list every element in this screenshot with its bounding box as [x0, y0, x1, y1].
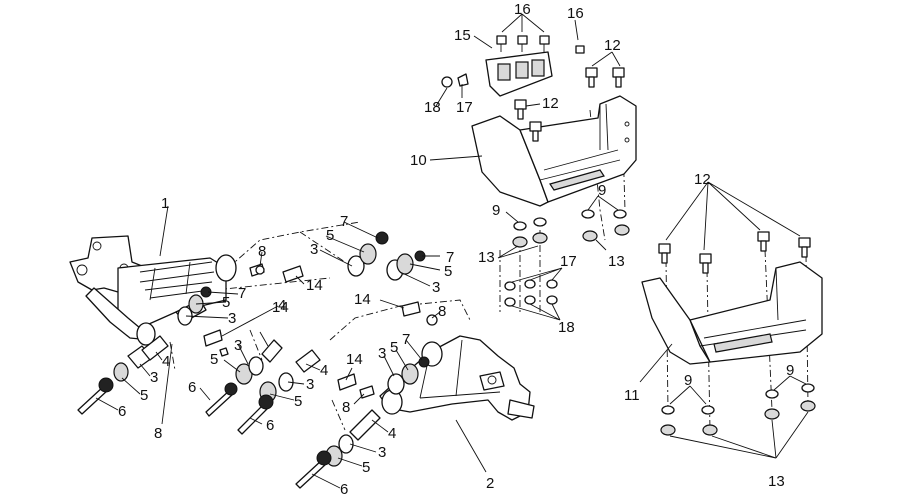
callout-5: 5: [362, 459, 370, 476]
bolt-12g: [757, 231, 770, 252]
callout-3: 3: [378, 345, 386, 362]
left-hardware: [77, 263, 304, 415]
bolt-12c: [514, 99, 527, 120]
callout-8: 8: [342, 399, 350, 416]
callout-3: 3: [378, 444, 386, 461]
callout-3: 3: [306, 376, 314, 393]
callout-2: 2: [486, 475, 494, 492]
left-a-arm-part-1: [69, 235, 237, 346]
callout-11: 11: [624, 387, 640, 404]
bolt-12h: [798, 237, 811, 258]
callout-labels: 1 2 3 3 3 3 3 3 3 3 4 4 4 4 5 5 5 5 5 5 …: [118, 1, 794, 496]
bolt-16c: [539, 35, 550, 52]
bolt-12b: [612, 67, 625, 88]
callout-9: 9: [684, 372, 692, 389]
callout-5: 5: [222, 294, 230, 311]
callout-7: 7: [446, 249, 454, 266]
callout-18: 18: [424, 99, 441, 116]
callout-5: 5: [294, 393, 302, 410]
callout-14: 14: [354, 291, 371, 308]
callout-5: 5: [210, 351, 218, 368]
callout-7: 7: [402, 331, 410, 348]
callout-8: 8: [258, 243, 266, 260]
callout-8: 8: [154, 425, 162, 442]
callout-13: 13: [768, 473, 785, 490]
callout-5: 5: [326, 227, 334, 244]
callout-4: 4: [388, 425, 396, 442]
callout-5: 5: [444, 263, 452, 280]
leader-lines: [95, 13, 809, 489]
bolt-12e: [658, 243, 671, 264]
callout-13: 13: [478, 249, 495, 266]
callout-15: 15: [454, 27, 471, 44]
right-a-arm-part-2: [379, 335, 535, 421]
bolt-16b: [517, 35, 528, 52]
callout-3: 3: [310, 241, 318, 258]
callout-8: 8: [438, 303, 446, 320]
callout-9: 9: [598, 182, 606, 199]
callout-16: 16: [514, 1, 531, 18]
callout-18: 18: [558, 319, 575, 336]
lower-footrest-part-11: [641, 261, 823, 365]
callout-17: 17: [456, 99, 473, 116]
callout-3: 3: [432, 279, 440, 296]
upper-footrest-part-10: [471, 95, 637, 207]
callout-4: 4: [278, 297, 286, 314]
callout-6: 6: [118, 403, 126, 420]
callout-4: 4: [320, 362, 328, 379]
callout-12: 12: [542, 95, 559, 112]
callout-12: 12: [694, 171, 711, 188]
bolt-16a: [496, 35, 507, 52]
callout-10: 10: [410, 152, 427, 169]
callout-9: 9: [492, 202, 500, 219]
callout-3: 3: [234, 337, 242, 354]
callout-7: 7: [238, 285, 246, 302]
callout-7: 7: [340, 213, 348, 230]
callout-3: 3: [150, 369, 158, 386]
callout-6: 6: [188, 379, 196, 396]
callout-5: 5: [140, 387, 148, 404]
callout-17: 17: [560, 253, 577, 270]
callout-1: 1: [161, 195, 169, 212]
callout-12: 12: [604, 37, 621, 54]
callout-14: 14: [306, 277, 323, 294]
callout-14: 14: [272, 299, 289, 316]
fasteners: [441, 35, 816, 436]
callout-6: 6: [266, 417, 274, 434]
callout-13: 13: [608, 253, 625, 270]
callout-6: 6: [340, 481, 348, 496]
callout-3: 3: [228, 310, 236, 327]
bolt-12a: [585, 67, 598, 88]
bolt-16d: [575, 45, 585, 54]
callout-4: 4: [162, 353, 170, 370]
bolt-12f: [699, 253, 712, 274]
callout-9: 9: [786, 362, 794, 379]
mount-plate-part-15: [485, 51, 553, 97]
callout-14: 14: [346, 351, 363, 368]
bolt-12d: [529, 121, 542, 142]
callout-5: 5: [390, 339, 398, 356]
callout-16: 16: [567, 5, 584, 22]
